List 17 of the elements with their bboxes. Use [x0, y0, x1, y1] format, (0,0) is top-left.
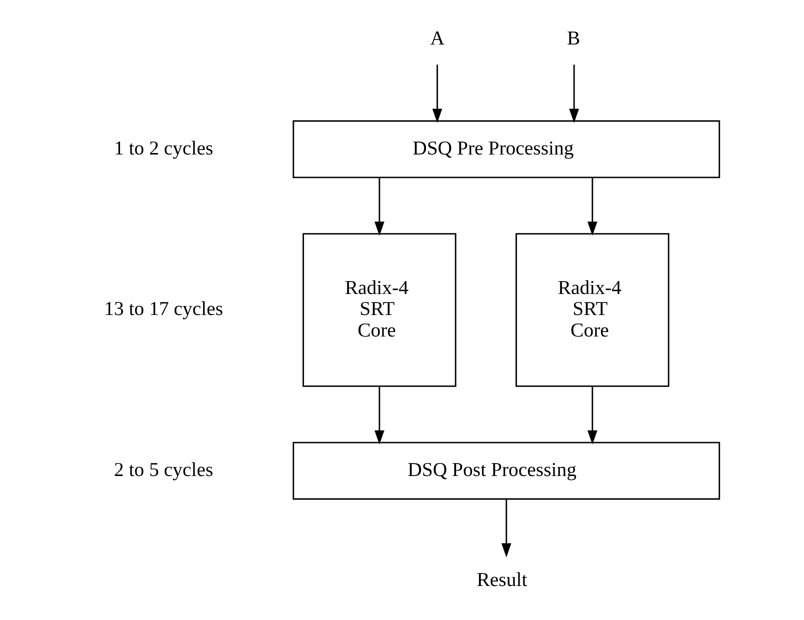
label: 1 to 2 cycles: [114, 137, 214, 160]
label: 13 to 17 cycles: [104, 298, 224, 320]
node-text: B: [567, 27, 580, 50]
node-box: Radix-4 SRT Core: [302, 233, 456, 387]
node-box: DSQ Post Processing: [292, 442, 720, 500]
node-text: Result: [476, 569, 528, 592]
arrow: [432, 64, 442, 123]
node-box: DSQ Pre Processing: [292, 120, 720, 178]
arrow: [501, 499, 512, 558]
arrow: [569, 64, 580, 123]
arrow: [374, 178, 384, 236]
arrow: [587, 178, 598, 236]
label: 2 to 5 cycles: [114, 459, 214, 482]
arrow: [587, 386, 598, 444]
node-box: Radix-4 SRT Core: [516, 233, 670, 387]
arrow: [374, 386, 384, 444]
node-text: A: [430, 27, 444, 50]
